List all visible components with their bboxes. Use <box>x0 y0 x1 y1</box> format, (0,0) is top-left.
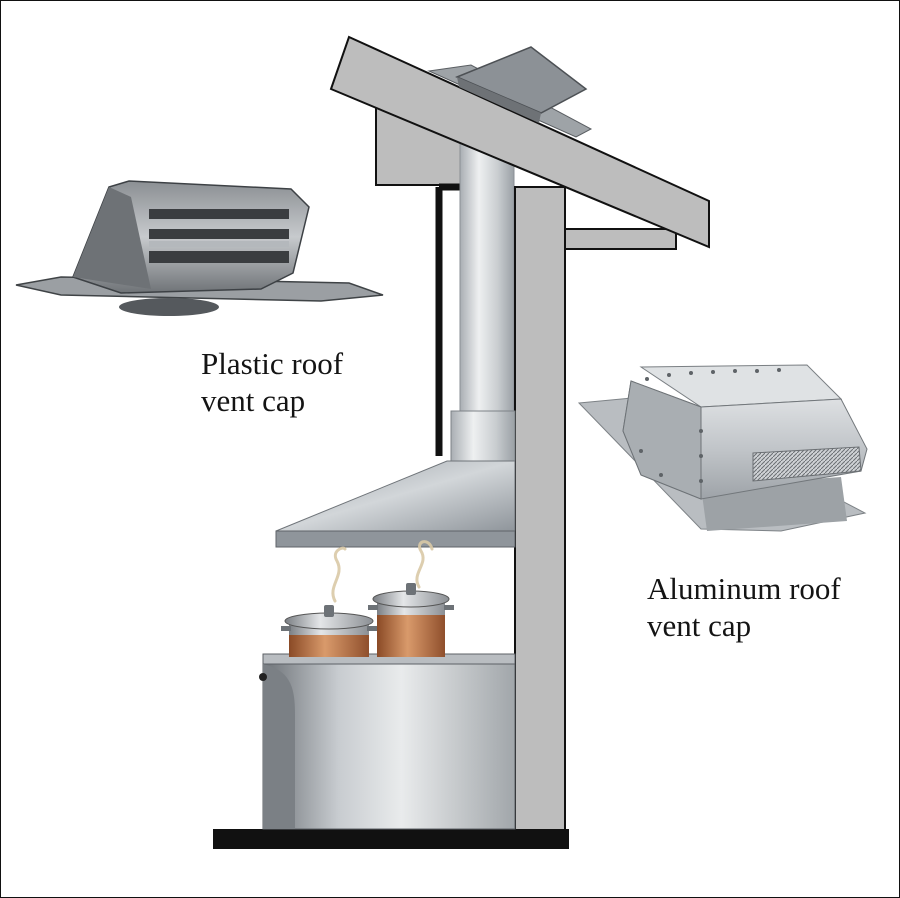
steam <box>331 540 434 603</box>
aluminum-roof-vent-cap <box>577 364 868 532</box>
range-body <box>262 658 516 830</box>
ridge-beam <box>555 228 677 250</box>
floor <box>213 829 569 849</box>
plastic-roof-vent-cap <box>15 180 384 316</box>
plastic-cap-louver-1 <box>149 209 289 219</box>
aluminum-cap-screen <box>752 446 862 482</box>
range-hood <box>275 410 516 548</box>
aluminum-vent-cap-label-line-2: vent cap <box>647 608 752 643</box>
pot-left-handle-l <box>281 626 291 631</box>
steam-wisp-left <box>331 546 347 603</box>
aluminum-cap-side-panel <box>622 380 702 500</box>
steam-wisp-right <box>415 540 434 589</box>
plastic-vent-cap-label-line-1: Plastic roof <box>201 346 344 381</box>
stock-pot-left <box>281 605 377 657</box>
wall <box>213 186 569 849</box>
roof-rafter <box>329 35 710 249</box>
plastic-cap-louver-3 <box>149 251 289 263</box>
plastic-cap-side <box>73 187 151 289</box>
pot-right-handle-r <box>444 605 454 610</box>
roof-structure <box>329 35 710 456</box>
pot-left-handle-r <box>367 626 377 631</box>
range-knob <box>259 673 267 681</box>
pot-left-knob <box>324 605 334 617</box>
aluminum-vent-cap-label: Aluminum roof vent cap <box>647 570 841 644</box>
aluminum-cap-rivets <box>639 368 781 483</box>
roof-vent-base <box>457 77 541 123</box>
pot-right-knob <box>406 583 416 595</box>
pot-right-handle-l <box>368 605 378 610</box>
aluminum-vent-cap-label-line-1: Aluminum roof <box>647 571 841 606</box>
range-front-curve <box>263 664 295 829</box>
wall-column <box>514 186 566 836</box>
range <box>259 653 516 830</box>
plastic-vent-cap-label-line-2: vent cap <box>201 383 306 418</box>
plastic-cap-collar <box>119 298 219 316</box>
hood-rim <box>275 530 516 548</box>
hood-chimney <box>450 410 516 464</box>
stock-pot-right <box>368 583 454 657</box>
hood-canopy <box>275 460 516 532</box>
plastic-cap-louver-2 <box>149 229 289 239</box>
plastic-vent-cap-label: Plastic roof vent cap <box>201 345 343 419</box>
plastic-cap-louver-slat <box>149 241 289 247</box>
